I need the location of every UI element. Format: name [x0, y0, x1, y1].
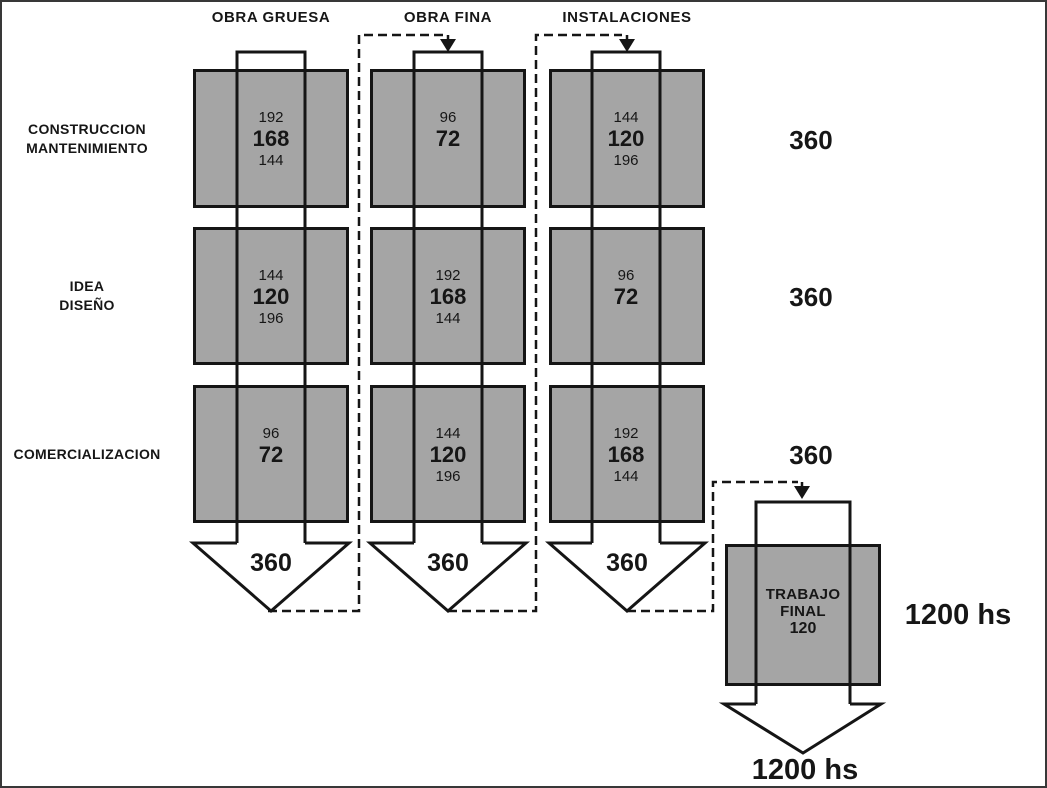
cell-values-r3c2: 144 120 196	[378, 423, 518, 487]
column-title-obra-fina: OBRA FINA	[403, 9, 493, 26]
column-total-obra-gruesa: 360	[250, 549, 292, 577]
final-output-arrow	[718, 702, 887, 755]
cell-main-value: 120	[429, 442, 467, 467]
cell-top-value: 144	[258, 267, 284, 284]
column-title-instalaciones: INSTALACIONES	[562, 9, 692, 26]
matrix-box-r3c3	[549, 385, 705, 523]
cell-main-value: 72	[435, 126, 461, 151]
ribbon-trabajo-final	[754, 500, 852, 704]
down-arrowhead-icon-instalaciones	[619, 39, 635, 52]
ribbon-instalaciones	[590, 50, 662, 543]
matrix-box-r1c2	[370, 69, 526, 208]
final-work-label: TRABAJO FINAL	[765, 586, 841, 620]
feedback-loop-to-instalaciones	[448, 33, 622, 613]
cell-top-value: 96	[262, 425, 280, 442]
matrix-box-r2c2	[370, 227, 526, 365]
cell-top-value: 144	[435, 425, 461, 442]
cell-bottom-value: 144	[613, 468, 639, 485]
row-total-construccion: 360	[789, 125, 833, 155]
cell-values-r3c1: 96 72	[201, 423, 341, 466]
cell-main-value: 168	[429, 284, 467, 309]
grand-total-bottom-label: 1200 hs	[751, 754, 859, 786]
cell-values-r1c2: 96 72	[378, 107, 518, 150]
cell-main-value: 168	[252, 126, 290, 151]
row-label-comercializacion: COMERCIALIZACION	[13, 446, 161, 462]
row-label-idea-diseno: IDEA DISEÑO	[59, 278, 115, 313]
feedback-loop-to-obra-fina	[268, 33, 443, 613]
cell-values-r3c3: 192 168 144	[556, 423, 696, 487]
cell-bottom-value: 196	[435, 468, 461, 485]
cell-main-value: 168	[607, 442, 645, 467]
cell-values-r1c1: 192 168 144	[201, 107, 341, 171]
matrix-box-r3c1	[193, 385, 349, 523]
cell-top-value: 96	[439, 109, 457, 126]
cell-bottom-value: 196	[258, 310, 284, 327]
matrix-box-r3c2	[370, 385, 526, 523]
cell-main-value: 120	[607, 126, 645, 151]
cell-top-value: 192	[258, 109, 284, 126]
down-arrowhead-icon-obra-fina	[440, 39, 456, 52]
row-total-idea-diseno: 360	[789, 282, 833, 312]
cell-main-value: 72	[613, 284, 639, 309]
cell-top-value: 96	[617, 267, 635, 284]
row-label-construccion-mantenimiento: CONSTRUCCION MANTENIMIENTO	[26, 121, 148, 156]
cell-bottom-value: 144	[435, 310, 461, 327]
matrix-box-r1c3	[549, 69, 705, 208]
matrix-box-r1c1	[193, 69, 349, 208]
final-work-hours: 120	[789, 620, 817, 637]
matrix-box-r2c3	[549, 227, 705, 365]
cell-main-value: 72	[258, 442, 284, 467]
cell-values-r2c3: 96 72	[556, 265, 696, 308]
cell-bottom-value: 196	[613, 152, 639, 169]
column-title-obra-gruesa: OBRA GRUESA	[211, 9, 331, 26]
grand-total-side-label: 1200 hs	[904, 599, 1012, 631]
cell-values-r2c1: 144 120 196	[201, 265, 341, 329]
cell-values-r2c2: 192 168 144	[378, 265, 518, 329]
column-total-obra-fina: 360	[427, 549, 469, 577]
ribbon-obra-gruesa	[235, 50, 307, 543]
down-arrowhead-icon-trabajo-final	[794, 486, 810, 499]
cell-values-r1c3: 144 120 196	[556, 107, 696, 171]
cell-bottom-value: 144	[258, 152, 284, 169]
final-work-box	[725, 544, 881, 686]
cell-top-value: 192	[435, 267, 461, 284]
row-total-comercializacion: 360	[789, 440, 833, 470]
matrix-box-r2c1	[193, 227, 349, 365]
feedback-loop-to-trabajo-final	[627, 480, 798, 613]
column-total-instalaciones: 360	[606, 549, 648, 577]
cell-top-value: 192	[613, 425, 639, 442]
cell-main-value: 120	[252, 284, 290, 309]
cell-top-value: 144	[613, 109, 639, 126]
